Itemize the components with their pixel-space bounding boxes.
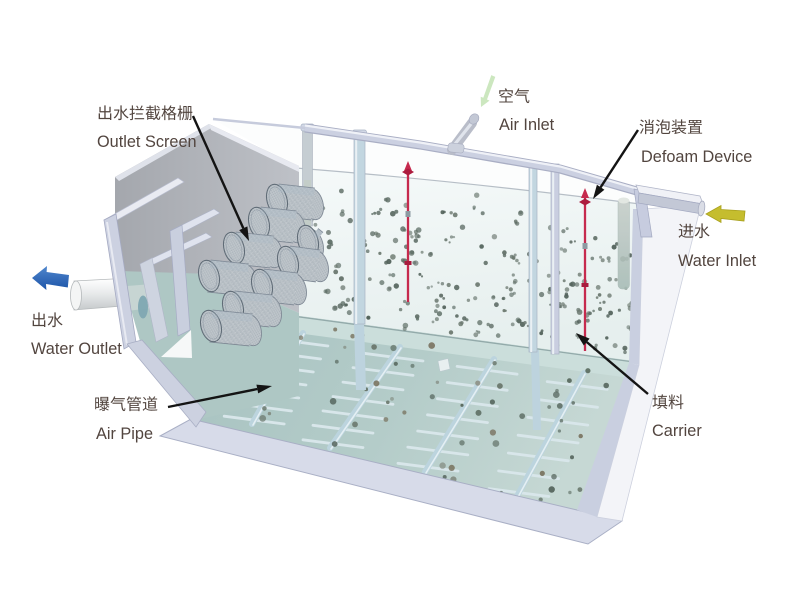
svg-text:Air Inlet: Air Inlet (499, 116, 555, 134)
svg-text:Water Inlet: Water Inlet (678, 252, 757, 270)
svg-text:Water Outlet: Water Outlet (31, 340, 122, 358)
svg-text:Air Pipe: Air Pipe (96, 425, 153, 443)
svg-text:Defoam Device: Defoam Device (641, 148, 752, 166)
svg-text:Carrier: Carrier (652, 422, 702, 440)
svg-text:Outlet Screen: Outlet Screen (97, 133, 197, 151)
